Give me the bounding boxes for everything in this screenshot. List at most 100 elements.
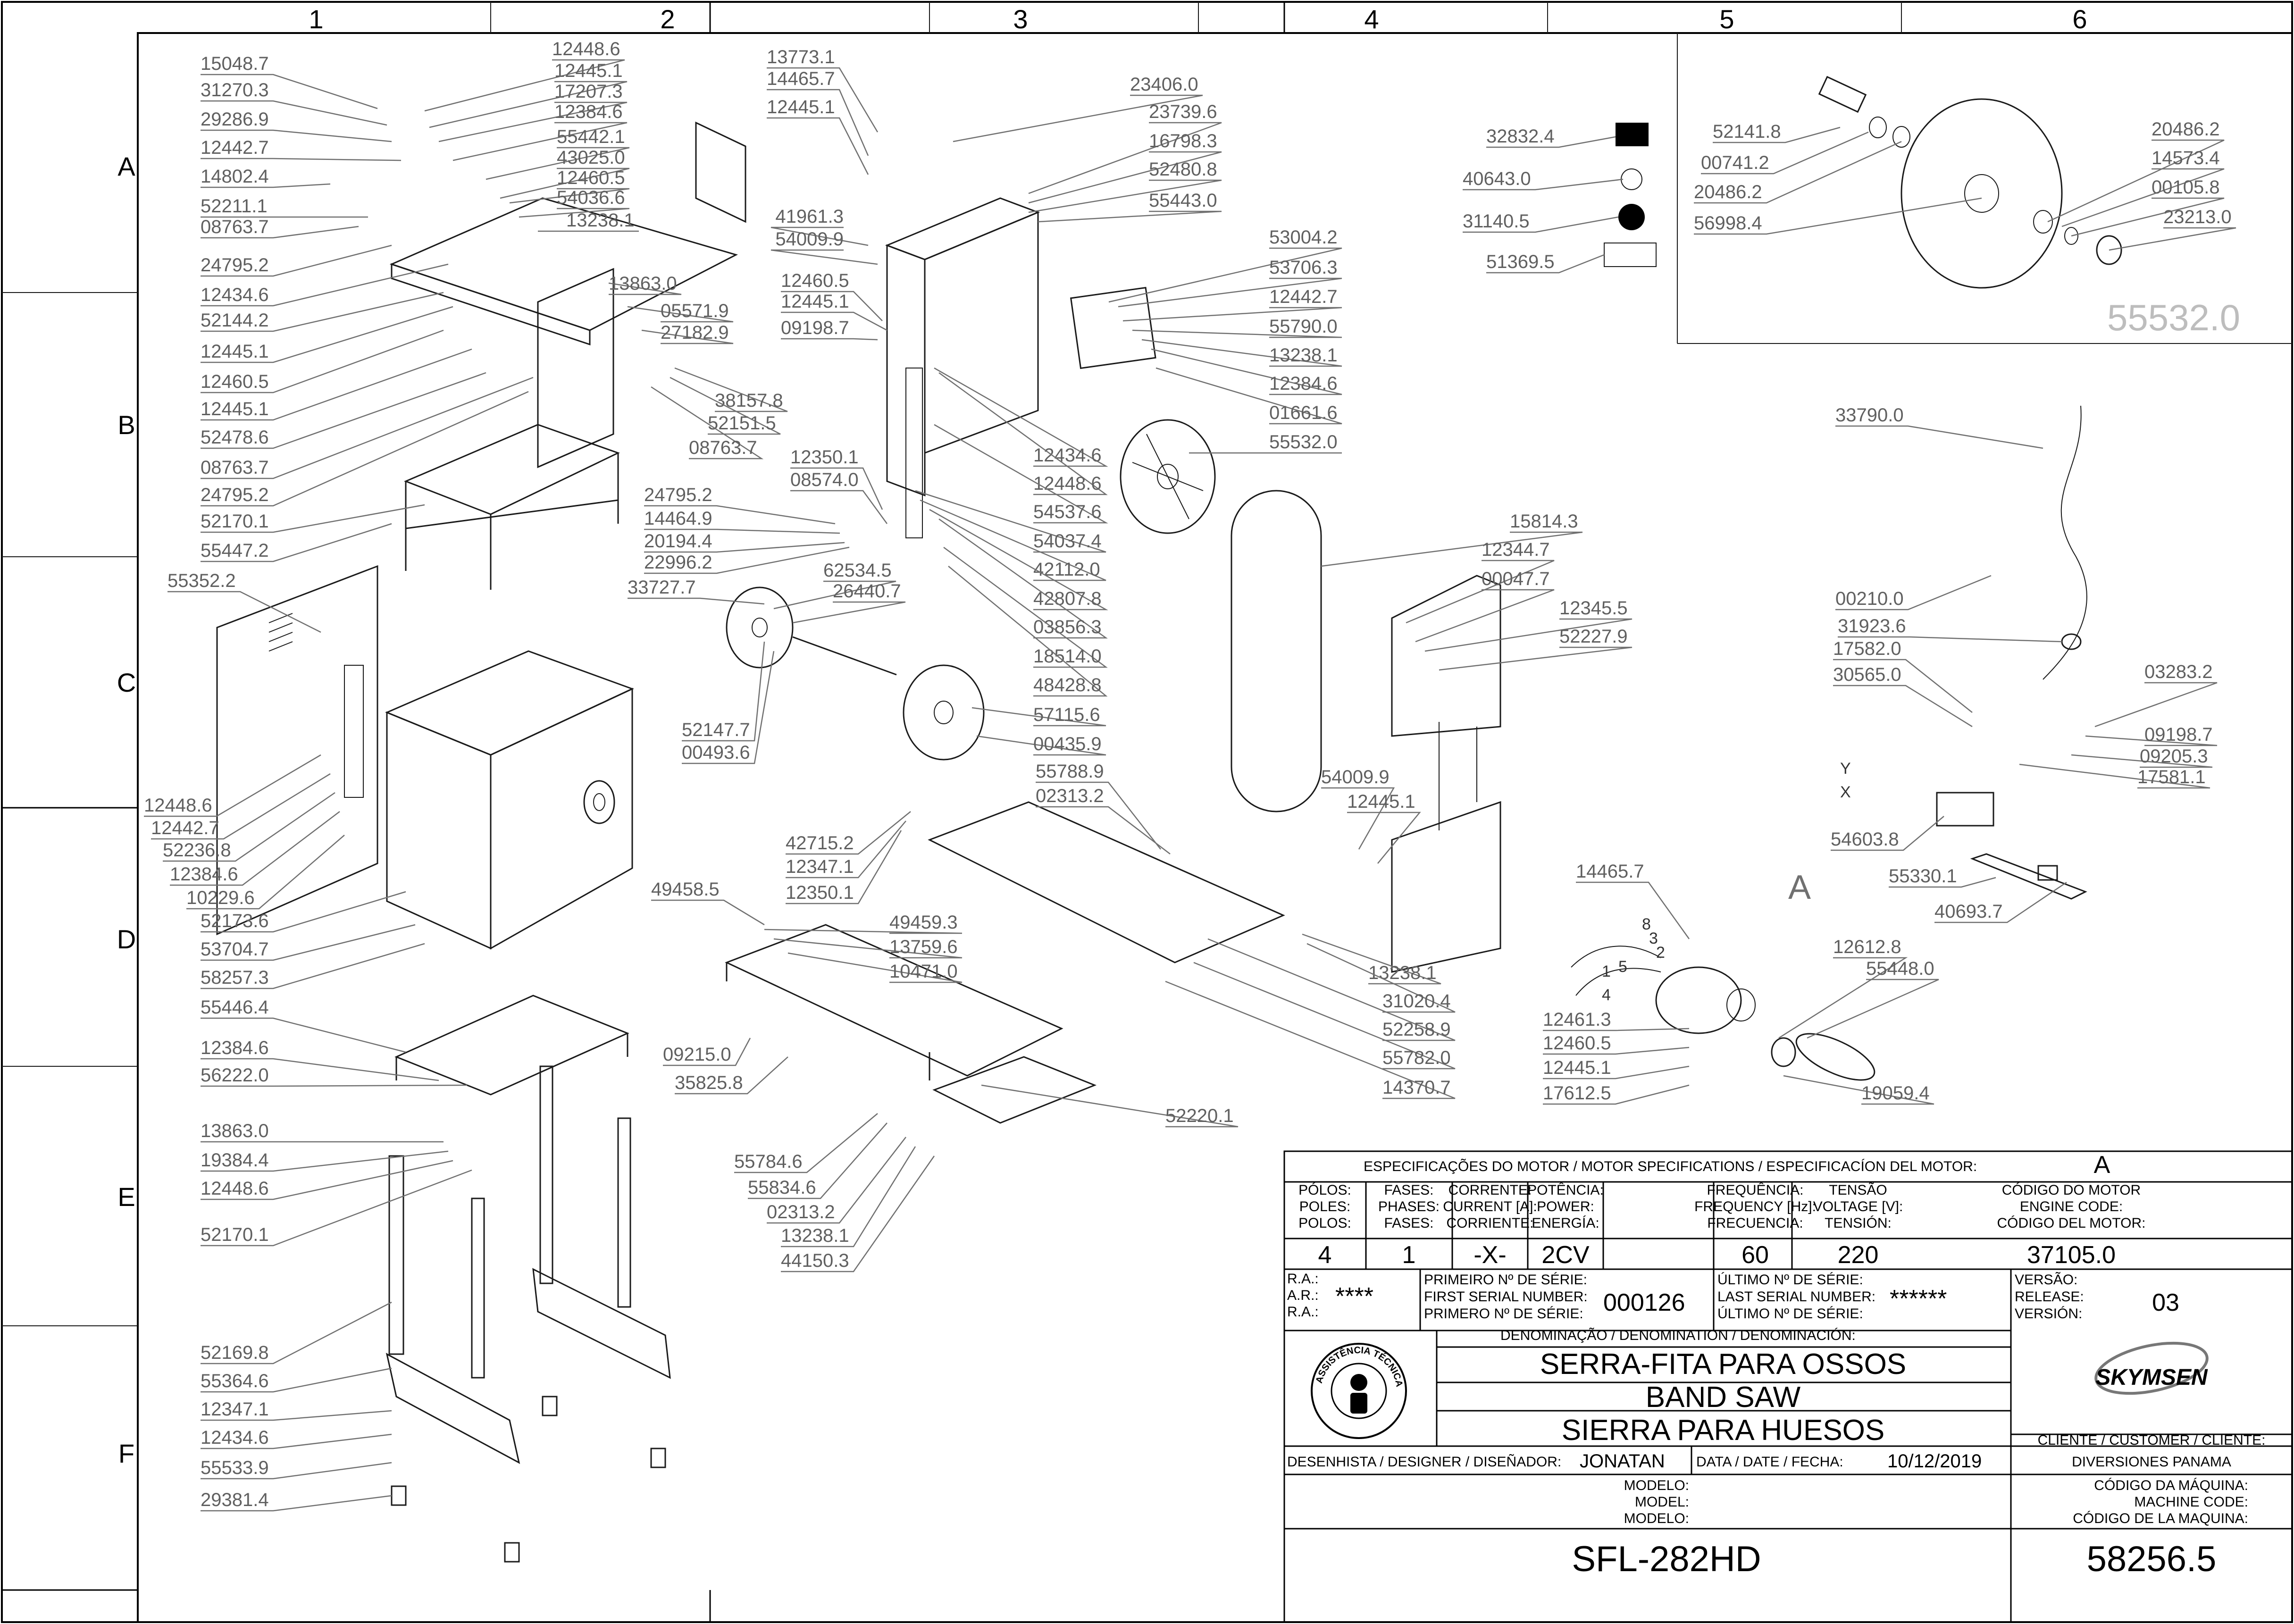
part-number-label: 48428.8 xyxy=(1033,675,1102,695)
part-number-label: 62534.5 xyxy=(823,560,892,581)
svg-text:FREQUÊNCIA:: FREQUÊNCIA: xyxy=(1707,1182,1803,1198)
part-number-label: 12460.5 xyxy=(781,270,849,291)
part-number-label: 55532.0 xyxy=(1269,432,1338,452)
part-number-label: 03283.2 xyxy=(2144,661,2213,682)
part-number-label: 08763.7 xyxy=(201,457,269,478)
callout-leader xyxy=(767,1137,906,1224)
callout-leader xyxy=(790,490,888,524)
callout-leader xyxy=(2109,227,2236,251)
ra-cell: R.A.: A.R.: R.A.: **** xyxy=(1287,1271,1373,1320)
callout-leader xyxy=(167,591,321,633)
part-number-label: 52220.1 xyxy=(1165,1105,1234,1126)
part-number-label: 12445.1 xyxy=(201,399,269,419)
callout-leader xyxy=(1934,881,2067,923)
callout-leader xyxy=(748,1122,887,1199)
part-number-label: 00493.6 xyxy=(682,742,750,763)
part-number-label: 12384.6 xyxy=(1269,373,1338,394)
callout-leader xyxy=(1193,962,1456,1070)
callout-leader xyxy=(663,1038,751,1066)
callout-leader xyxy=(786,811,911,855)
callout-leader xyxy=(486,147,630,180)
callout-leader xyxy=(201,391,529,507)
part-number-label: 18514.0 xyxy=(1033,646,1102,667)
callout-leader xyxy=(953,94,1203,142)
zone-row-f: F xyxy=(118,1439,134,1468)
callout-leader xyxy=(627,306,734,323)
callout-leader xyxy=(201,372,486,449)
callout-leader xyxy=(938,518,1108,639)
part-number-label: 51369.5 xyxy=(1486,251,1555,272)
callout-leader xyxy=(201,377,534,479)
part-number-label: 09215.0 xyxy=(663,1044,731,1065)
callout-leader xyxy=(186,835,345,910)
callout-leader xyxy=(1306,943,1456,1013)
part-number-label: 26440.7 xyxy=(833,581,901,602)
callout-leader xyxy=(1415,589,1555,643)
part-number-label: 56998.4 xyxy=(1694,213,1762,234)
callout-leader xyxy=(1486,136,1616,148)
callout-leader xyxy=(934,367,1108,467)
callout-leader xyxy=(438,101,628,142)
part-number-label: 14370.7 xyxy=(1382,1077,1451,1098)
callout-leader xyxy=(151,773,331,840)
detail-code: 55532.0 xyxy=(2107,297,2240,338)
detail-marker: A xyxy=(1788,869,1811,906)
callout-leader xyxy=(201,100,387,126)
motor-wire-label: 2 xyxy=(1656,944,1665,962)
side-panel xyxy=(216,565,378,936)
part-number-label: 12460.5 xyxy=(201,371,269,392)
callout-leader xyxy=(1833,659,1973,713)
callout-leader xyxy=(1347,812,1421,864)
part-number-label: 32832.4 xyxy=(1486,126,1555,147)
motor-wire-label: 3 xyxy=(1649,929,1658,947)
part-number-label: 12350.1 xyxy=(790,447,859,468)
part-number-label: 08574.0 xyxy=(790,469,859,490)
part-number-label: 55448.0 xyxy=(1866,958,1934,979)
version-cell: VERSÃO: RELEASE: VERSIÓN: 03 xyxy=(2015,1272,2179,1322)
callout-leader xyxy=(644,542,845,553)
callout-leader xyxy=(201,226,359,239)
zone-col-2: 2 xyxy=(660,4,675,34)
part-number-label: 13238.1 xyxy=(566,210,635,231)
part-number-label: 13759.6 xyxy=(889,937,958,957)
callout-leader xyxy=(201,924,416,961)
svg-text:FREQUENCY [Hz]:: FREQUENCY [Hz]: xyxy=(1694,1199,1816,1214)
part-number-label: 42112.0 xyxy=(1033,559,1100,580)
callout-leader xyxy=(1831,816,1944,851)
part-number-label: 42807.8 xyxy=(1033,588,1102,609)
part-number-label: 12445.1 xyxy=(767,97,835,117)
part-number-label: 12460.5 xyxy=(1543,1033,1611,1054)
part-number-label: 58257.3 xyxy=(201,967,269,988)
part-number-label: 54537.6 xyxy=(1033,502,1102,522)
callout-leader xyxy=(201,1084,468,1087)
callout-leader xyxy=(1439,646,1633,671)
callout-leader xyxy=(682,651,775,764)
callout-leader xyxy=(163,792,335,862)
zone-col-1: 1 xyxy=(309,4,323,34)
model-value: SFL-282HD xyxy=(1572,1539,1761,1579)
engine-code-value: 37105.0 xyxy=(2027,1241,2116,1269)
motor-wire-label: 8 xyxy=(1642,915,1651,933)
svg-text:POTÊNCIA:: POTÊNCIA: xyxy=(1527,1182,1604,1198)
electrical-parts xyxy=(1936,405,2087,900)
part-number-label: 02313.2 xyxy=(1036,786,1104,806)
ra-value: **** xyxy=(1335,1283,1373,1310)
part-number-label: 00435.9 xyxy=(1033,734,1102,754)
callout-leader xyxy=(201,1495,392,1512)
motor-assembly xyxy=(1571,946,1875,1081)
part-number-label: 33790.0 xyxy=(1835,405,1904,426)
callout-leader xyxy=(915,490,1106,553)
callout-leader xyxy=(1321,531,1583,567)
svg-text:CÓDIGO DEL MOTOR:: CÓDIGO DEL MOTOR: xyxy=(1997,1215,2145,1231)
part-number-label: 12384.6 xyxy=(201,1038,269,1058)
part-number-label: 13863.0 xyxy=(201,1121,269,1141)
zone-col-4: 4 xyxy=(1364,4,1379,34)
part-number-label: 55788.9 xyxy=(1036,761,1104,782)
part-number-label: 49459.3 xyxy=(889,912,958,933)
part-number-label: 52141.8 xyxy=(1713,121,1781,142)
callout-leader xyxy=(1713,126,1841,143)
part-number-label: 54037.4 xyxy=(1033,531,1102,552)
zone-row-e: E xyxy=(117,1182,135,1212)
part-number-label: 53704.7 xyxy=(201,939,269,960)
date-label: DATA / DATE / FECHA: xyxy=(1696,1454,1843,1470)
